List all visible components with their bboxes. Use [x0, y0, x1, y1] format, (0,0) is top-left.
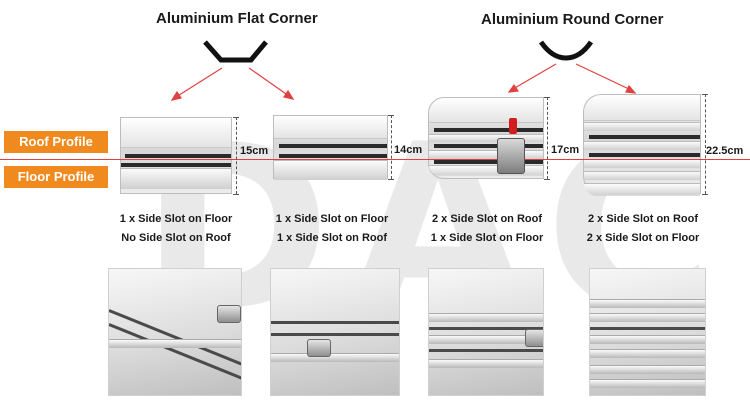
profile-height-label: 17cm: [551, 144, 580, 156]
profile-divider-line: [0, 159, 750, 160]
dimension-cap: [702, 194, 708, 195]
dimension-cap: [233, 117, 239, 118]
profile-caption-3: 2 x Side Slot on Roof 1 x Side Slot on F…: [407, 210, 567, 248]
dimension-cap: [388, 115, 394, 116]
round-corner-arrows: [507, 63, 637, 94]
dimension-line-1: [236, 117, 237, 194]
latch-icon: [307, 339, 331, 357]
profile-height-label: 15cm: [240, 145, 269, 157]
flat-corner-arrows: [170, 67, 295, 101]
detail-photo-1: [108, 268, 242, 396]
roof-profile-badge: Roof Profile: [4, 131, 108, 153]
flat-corner-shape-icon: [203, 40, 268, 63]
latch-icon: [497, 138, 525, 174]
profile-caption-1: 1 x Side Slot on Floor No Side Slot on R…: [96, 210, 256, 248]
dimension-cap: [233, 194, 239, 195]
profile-flat-14cm-image: [273, 115, 388, 180]
detail-photo-4: [589, 268, 706, 396]
profile-caption-2: 1 x Side Slot on Floor 1 x Side Slot on …: [252, 210, 412, 248]
profile-caption-4: 2 x Side Slot on Roof 2 x Side Slot on F…: [563, 210, 723, 248]
detail-photo-3: [428, 268, 544, 396]
profile-round-22-5cm-image: [583, 94, 701, 196]
caption-line: No Side Slot on Roof: [121, 232, 231, 244]
latch-icon: [525, 329, 543, 347]
corner-diagram-arrows: [170, 40, 637, 101]
caption-line: 1 x Side Slot on Floor: [275, 213, 389, 225]
round-corner-title: Aluminium Round Corner: [481, 11, 664, 28]
profile-flat-15cm-image: [120, 117, 232, 194]
round-corner-shape-icon: [538, 40, 594, 61]
dimension-line-4: [705, 94, 706, 194]
caption-line: 1 x Side Slot on Floor: [430, 232, 544, 244]
caption-line: 2 x Side Slot on Roof: [431, 213, 542, 225]
dimension-cap: [544, 97, 550, 98]
caption-line: 2 x Side Slot on Roof: [587, 213, 698, 225]
latch-handle-icon: [509, 118, 517, 134]
caption-line: 1 x Side Slot on Floor: [119, 213, 233, 225]
floor-profile-badge: Floor Profile: [4, 166, 108, 188]
profile-height-label: 22.5cm: [706, 145, 744, 157]
dimension-line-3: [547, 97, 548, 179]
flat-corner-title: Aluminium Flat Corner: [156, 10, 318, 27]
profile-height-label: 14cm: [394, 144, 423, 156]
dimension-cap: [702, 94, 708, 95]
dimension-cap: [544, 179, 550, 180]
caption-line: 1 x Side Slot on Roof: [276, 232, 387, 244]
detail-photo-2: [270, 268, 400, 396]
caption-line: 2 x Side Slot on Floor: [586, 232, 700, 244]
dimension-line-2: [391, 115, 392, 179]
latch-icon: [217, 305, 241, 323]
dimension-cap: [388, 179, 394, 180]
